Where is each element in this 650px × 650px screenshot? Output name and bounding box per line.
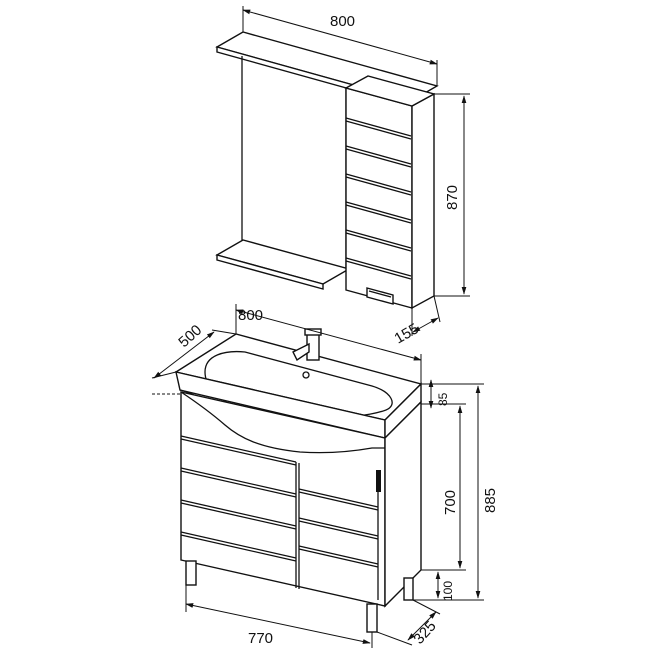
base-width-label: 770 (248, 630, 273, 647)
vanity-unit (174, 328, 423, 633)
base-width-dimension: 770 (185, 585, 373, 648)
faucet-icon (292, 328, 322, 362)
leg-height-label: 100 (441, 581, 455, 601)
mirror-width-dimension: 800 (242, 6, 438, 86)
vanity-width-label: 800 (238, 307, 263, 324)
vanity-depth-label: 500 (175, 322, 205, 351)
total-height-label: 885 (482, 488, 499, 513)
vanity-drawers (180, 435, 381, 600)
vanity-legs (185, 560, 414, 633)
mirror-height-label: 870 (444, 185, 461, 210)
mirror-cabinet (215, 31, 439, 310)
mirror-width-label: 800 (330, 13, 355, 30)
cabinet-height-label: 700 (442, 490, 459, 515)
base-depth-label: 325 (410, 618, 439, 648)
vanity-width-dimension: 800 (235, 304, 422, 384)
mirror-depth-label: 155 (392, 320, 422, 347)
cabinet-height-dimension: 700 (421, 403, 466, 571)
door-handle-icon (376, 470, 381, 492)
mirror-height-dimension: 870 (434, 93, 470, 297)
base-depth-dimension: 325 (376, 599, 441, 648)
overflow-icon (302, 371, 310, 379)
mirror-column-doors (345, 117, 412, 280)
leg-height-dimension: 100 (413, 569, 455, 601)
basin-height-label: 85 (436, 392, 450, 406)
